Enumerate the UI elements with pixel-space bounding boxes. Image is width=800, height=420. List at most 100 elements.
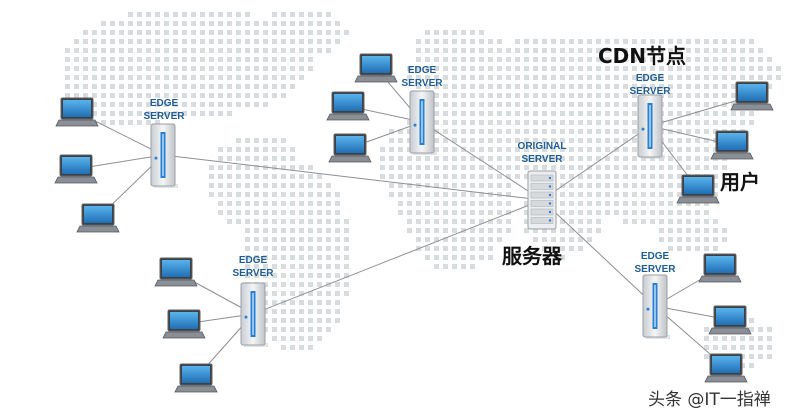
map-dot	[452, 84, 457, 89]
map-dot	[659, 201, 664, 206]
map-dot	[542, 75, 547, 80]
map-dot	[245, 12, 250, 17]
map-dot	[263, 66, 268, 71]
map-dot	[497, 219, 502, 224]
edge-server-label-west: EDGE SERVER	[144, 98, 186, 122]
map-dot	[119, 111, 124, 116]
map-dot	[479, 246, 484, 251]
map-dot	[326, 237, 331, 242]
map-dot	[128, 120, 133, 125]
map-dot	[740, 120, 745, 125]
map-dot	[290, 48, 295, 53]
map-dot	[596, 174, 601, 179]
map-dot	[596, 102, 601, 107]
map-dot	[497, 129, 502, 134]
map-dot	[470, 66, 475, 71]
map-dot	[506, 102, 511, 107]
map-dot	[443, 147, 448, 152]
map-dot	[191, 84, 196, 89]
map-dot	[632, 39, 637, 44]
map-dot	[110, 93, 115, 98]
map-dot	[452, 192, 457, 197]
map-dot	[542, 120, 547, 125]
map-dot	[263, 93, 268, 98]
map-dot	[641, 174, 646, 179]
map-dot	[209, 174, 214, 179]
svg-text:EDGE: EDGE	[150, 98, 179, 109]
map-dot	[506, 156, 511, 161]
map-dot	[524, 75, 529, 80]
map-dot	[146, 111, 151, 116]
map-dot	[461, 102, 466, 107]
map-dot	[614, 129, 619, 134]
map-dot	[758, 327, 763, 332]
map-dot	[425, 57, 430, 62]
svg-text:SERVER: SERVER	[233, 268, 275, 279]
map-dot	[227, 75, 232, 80]
map-dot	[551, 246, 556, 251]
map-dot	[704, 327, 709, 332]
map-dot	[587, 192, 592, 197]
map-dot	[578, 210, 583, 215]
map-dot	[434, 165, 439, 170]
map-dot	[470, 138, 475, 143]
map-dot	[533, 147, 538, 152]
map-dot	[335, 228, 340, 233]
map-dot	[101, 39, 106, 44]
map-dot	[560, 237, 565, 242]
map-dot	[281, 66, 286, 71]
map-dot	[515, 39, 520, 44]
map-dot	[452, 129, 457, 134]
map-dot	[659, 66, 664, 71]
map-dot	[623, 57, 628, 62]
map-dot	[308, 192, 313, 197]
map-dot	[290, 39, 295, 44]
map-dot	[227, 84, 232, 89]
map-dot	[632, 120, 637, 125]
map-dot	[614, 138, 619, 143]
map-dot	[461, 192, 466, 197]
map-dot	[515, 165, 520, 170]
map-dot	[659, 210, 664, 215]
map-dot	[254, 84, 259, 89]
map-dot	[110, 21, 115, 26]
map-dot	[317, 210, 322, 215]
map-dot	[524, 120, 529, 125]
map-dot	[569, 48, 574, 53]
map-dot	[470, 84, 475, 89]
map-dot	[578, 102, 583, 107]
map-dot	[506, 66, 511, 71]
map-dot	[425, 84, 430, 89]
map-dot	[668, 147, 673, 152]
map-dot	[245, 48, 250, 53]
map-dot	[326, 291, 331, 296]
map-dot	[497, 174, 502, 179]
map-dot	[254, 165, 259, 170]
map-dot	[650, 210, 655, 215]
map-dot	[299, 327, 304, 332]
map-dot	[443, 264, 448, 269]
map-dot	[686, 246, 691, 251]
map-dot	[290, 165, 295, 170]
map-dot	[488, 138, 493, 143]
map-dot	[263, 156, 268, 161]
map-dot	[758, 57, 763, 62]
map-dot	[146, 120, 151, 125]
map-dot	[677, 129, 682, 134]
map-dot	[623, 147, 628, 152]
map-dot	[659, 75, 664, 80]
map-dot	[533, 84, 538, 89]
map-dot	[596, 129, 601, 134]
map-dot	[596, 120, 601, 125]
map-dot	[443, 120, 448, 125]
map-dot	[569, 246, 574, 251]
map-dot	[299, 75, 304, 80]
map-dot	[722, 120, 727, 125]
map-dot	[605, 156, 610, 161]
map-dot	[506, 111, 511, 116]
map-dot	[227, 30, 232, 35]
map-dot	[245, 237, 250, 242]
map-dot	[686, 147, 691, 152]
edge-server-southwest	[240, 282, 268, 347]
map-dot	[632, 192, 637, 197]
